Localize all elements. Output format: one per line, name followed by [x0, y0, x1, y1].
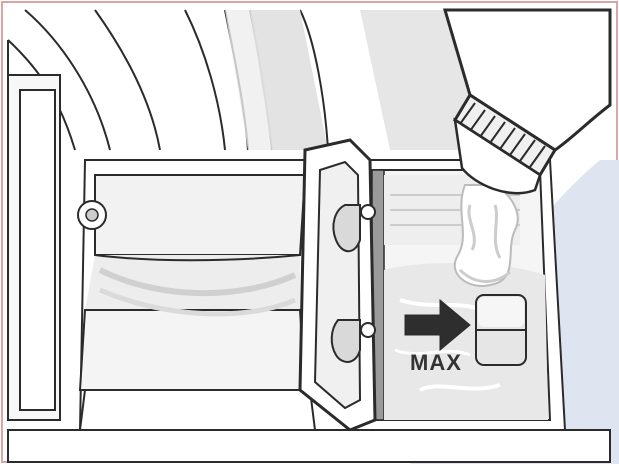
pouring-liquid [455, 185, 518, 286]
machine-left-frame [8, 75, 60, 420]
detergent-compartment [370, 170, 550, 420]
max-label: MAX [410, 350, 462, 375]
drawer-flap [300, 140, 375, 430]
machine-top-housing [8, 10, 470, 165]
drawer-base [8, 430, 610, 462]
max-level-indicator [476, 295, 526, 365]
